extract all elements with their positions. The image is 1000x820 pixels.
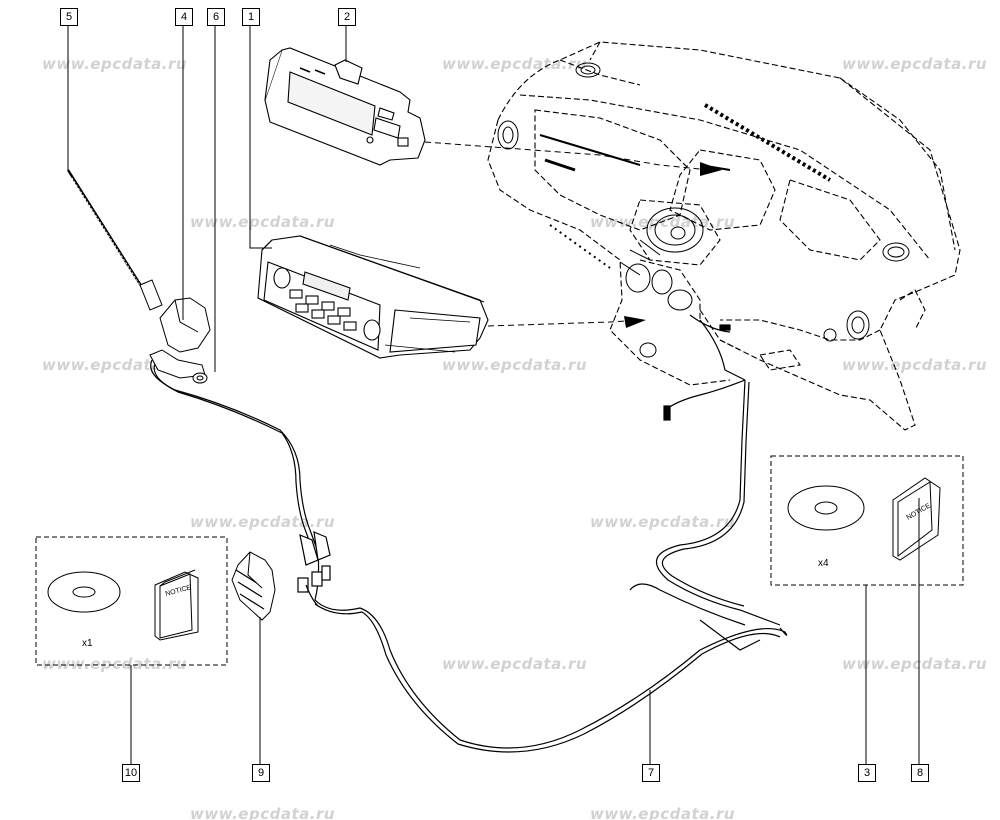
- callout-kit-x1: 10: [122, 764, 140, 782]
- callout-radio: 1: [242, 8, 260, 26]
- radio-unit: [257, 235, 489, 359]
- callout-connector-clip: 9: [252, 764, 270, 782]
- connector-clip: [231, 551, 276, 621]
- callout-nut: 6: [207, 8, 225, 26]
- dashboard-details: [497, 62, 910, 358]
- callout-display: 2: [338, 8, 356, 26]
- callout-antenna-base: 4: [175, 8, 193, 26]
- kit-x4-quantity: x4: [818, 558, 829, 569]
- callout-leaders: [67, 25, 920, 764]
- wiring-harness: [150, 314, 788, 753]
- kit-box-x4: [770, 455, 964, 586]
- callout-antenna-rod: 5: [60, 8, 78, 26]
- dashboard: [487, 41, 961, 431]
- kit-x1-quantity: x1: [82, 638, 93, 649]
- arrow-head: [700, 162, 722, 176]
- display-unit: [264, 47, 426, 166]
- kit-box-x1: [35, 536, 228, 666]
- antenna-assembly: [66, 169, 211, 384]
- callout-harness: 7: [642, 764, 660, 782]
- callout-notice-x4: 8: [911, 764, 929, 782]
- arrow-head: [624, 316, 646, 328]
- callout-kit-x4: 3: [858, 764, 876, 782]
